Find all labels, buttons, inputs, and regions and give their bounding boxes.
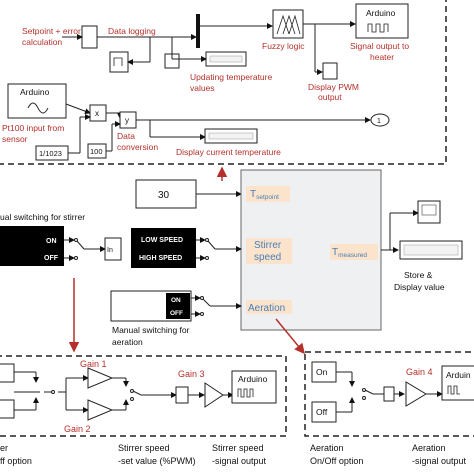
bl-arduino-block[interactable] (231, 370, 277, 404)
svg-text:ON: ON (171, 297, 181, 304)
bl-onoff-label-1: er (0, 443, 8, 453)
stirrer-signal-label-2: -signal output (212, 456, 267, 466)
bl-off-block[interactable] (0, 399, 15, 419)
bl-sink-block[interactable] (175, 386, 189, 404)
port-tsetpoint-highlight (246, 186, 290, 202)
outport-1[interactable] (370, 113, 390, 127)
stirrer-signal-label-1: Stirrer speed (212, 443, 264, 453)
svg-text:OFF: OFF (170, 310, 183, 317)
store-display-label-1: Store & (404, 270, 433, 280)
manual-switch-stirrer-label: ual switching for stirrer (0, 212, 85, 222)
gain2-block[interactable] (87, 399, 114, 421)
gain3-block[interactable] (204, 382, 224, 408)
gain2-label: Gain 2 (64, 424, 91, 434)
svg-text:100: 100 (90, 147, 103, 156)
manual-switch-aeration-2: aeration (112, 337, 143, 347)
bl-on-block[interactable] (0, 363, 15, 383)
svg-text:On: On (316, 367, 328, 377)
gain1-label: Gain 1 (80, 359, 107, 369)
bl-speed-switch[interactable] (132, 390, 142, 396)
stirrer-toggle[interactable] (76, 240, 85, 250)
port-tmeasured-highlight (330, 244, 378, 260)
arduino-input-block[interactable] (7, 83, 67, 119)
updating-temp-label-1: Updating temperature (190, 72, 272, 82)
aeration-option-1: Aeration (310, 443, 344, 453)
setpoint-error-label-1: Setpoint + error (22, 26, 81, 36)
svg-text:1/1023: 1/1023 (39, 149, 62, 158)
bottom-left-dashed-frame (0, 355, 287, 437)
data-logging-block[interactable] (109, 51, 129, 73)
br-sink-block[interactable] (383, 386, 395, 402)
aeration-toggle[interactable] (202, 298, 211, 307)
fuzzy-logic-label: Fuzzy logic (262, 41, 305, 51)
port-stirrer-highlight (246, 238, 292, 264)
sum-block[interactable] (81, 25, 98, 49)
aeration-option-2: On/Off option (310, 456, 363, 466)
pt100-label-1: Pt100 input from (2, 123, 64, 133)
svg-text:Arduin: Arduin (446, 370, 471, 380)
signal-heater-label-2: heater (370, 52, 394, 62)
stirrer-in-block[interactable] (104, 237, 122, 261)
svg-text:ON: ON (46, 238, 57, 245)
gain4-label: Gain 4 (406, 367, 433, 377)
gain1-block[interactable] (87, 367, 114, 389)
svg-text:1: 1 (377, 118, 381, 125)
svg-text:x: x (95, 109, 99, 118)
gain4-block[interactable] (405, 381, 427, 407)
port-tsetpoint: Tsetpoint (250, 189, 279, 201)
svg-text:HIGH SPEED: HIGH SPEED (139, 255, 182, 262)
arduino-heater-label: Arduino (366, 8, 396, 18)
top-dashed-frame (0, 0, 447, 165)
const-30-block[interactable] (135, 179, 197, 209)
arduino-input-label: Arduino (20, 87, 50, 97)
setpoint-error-label-2: calculation (22, 37, 62, 47)
svg-text:OFF: OFF (44, 255, 59, 262)
port-aeration-highlight (246, 300, 292, 314)
speed-select-block[interactable] (131, 228, 196, 268)
svg-text:Off: Off (316, 407, 328, 417)
stirrer-set-label-1: Stirrer speed (118, 443, 170, 453)
display-pwm-label-1: Display PWM (308, 82, 359, 92)
svg-text:y: y (125, 116, 129, 125)
data-logging-label: Data logging (108, 26, 156, 36)
svg-text:In: In (107, 247, 113, 254)
bl-onoff-label-2: ff option (0, 456, 32, 466)
port-aeration: Aeration (248, 303, 285, 314)
gain3-label: Gain 3 (178, 369, 205, 379)
port-stirrer-1: Stirrer (254, 240, 282, 251)
store-display-label-2: Display value (394, 282, 445, 292)
stirrer-onoff-block[interactable] (0, 226, 64, 266)
svg-text:LOW SPEED: LOW SPEED (141, 237, 183, 244)
aeration-signal-1: Aeration (412, 443, 446, 453)
signal-heater-label-1: Signal output to (350, 41, 409, 51)
fuzzy-logic-block[interactable] (272, 9, 304, 39)
port-tmeasured: Tmeasured (332, 247, 367, 259)
svg-text:30: 30 (158, 190, 170, 201)
display-current-temp-label: Display current temperature (176, 147, 281, 157)
display-pwm-label-2: output (318, 92, 342, 102)
stirrer-set-label-2: -set value (%PWM) (118, 456, 196, 466)
speed-toggle[interactable] (207, 240, 216, 250)
bottom-right-dashed-frame (304, 351, 474, 437)
manual-switch-aeration-1: Manual switching for (112, 325, 190, 335)
svg-text:Arduino: Arduino (238, 374, 268, 384)
data-conversion-label-1: Data (117, 131, 135, 141)
br-switch[interactable] (364, 389, 374, 395)
updating-temp-label-2: values (190, 83, 215, 93)
mux-bar (196, 14, 200, 48)
aeration-signal-2: -signal output (412, 456, 467, 466)
data-conversion-label-2: conversion (117, 142, 158, 152)
port-stirrer-2: speed (254, 252, 281, 263)
pt100-label-2: sensor (2, 134, 28, 144)
display-pwm-block[interactable] (322, 62, 338, 80)
